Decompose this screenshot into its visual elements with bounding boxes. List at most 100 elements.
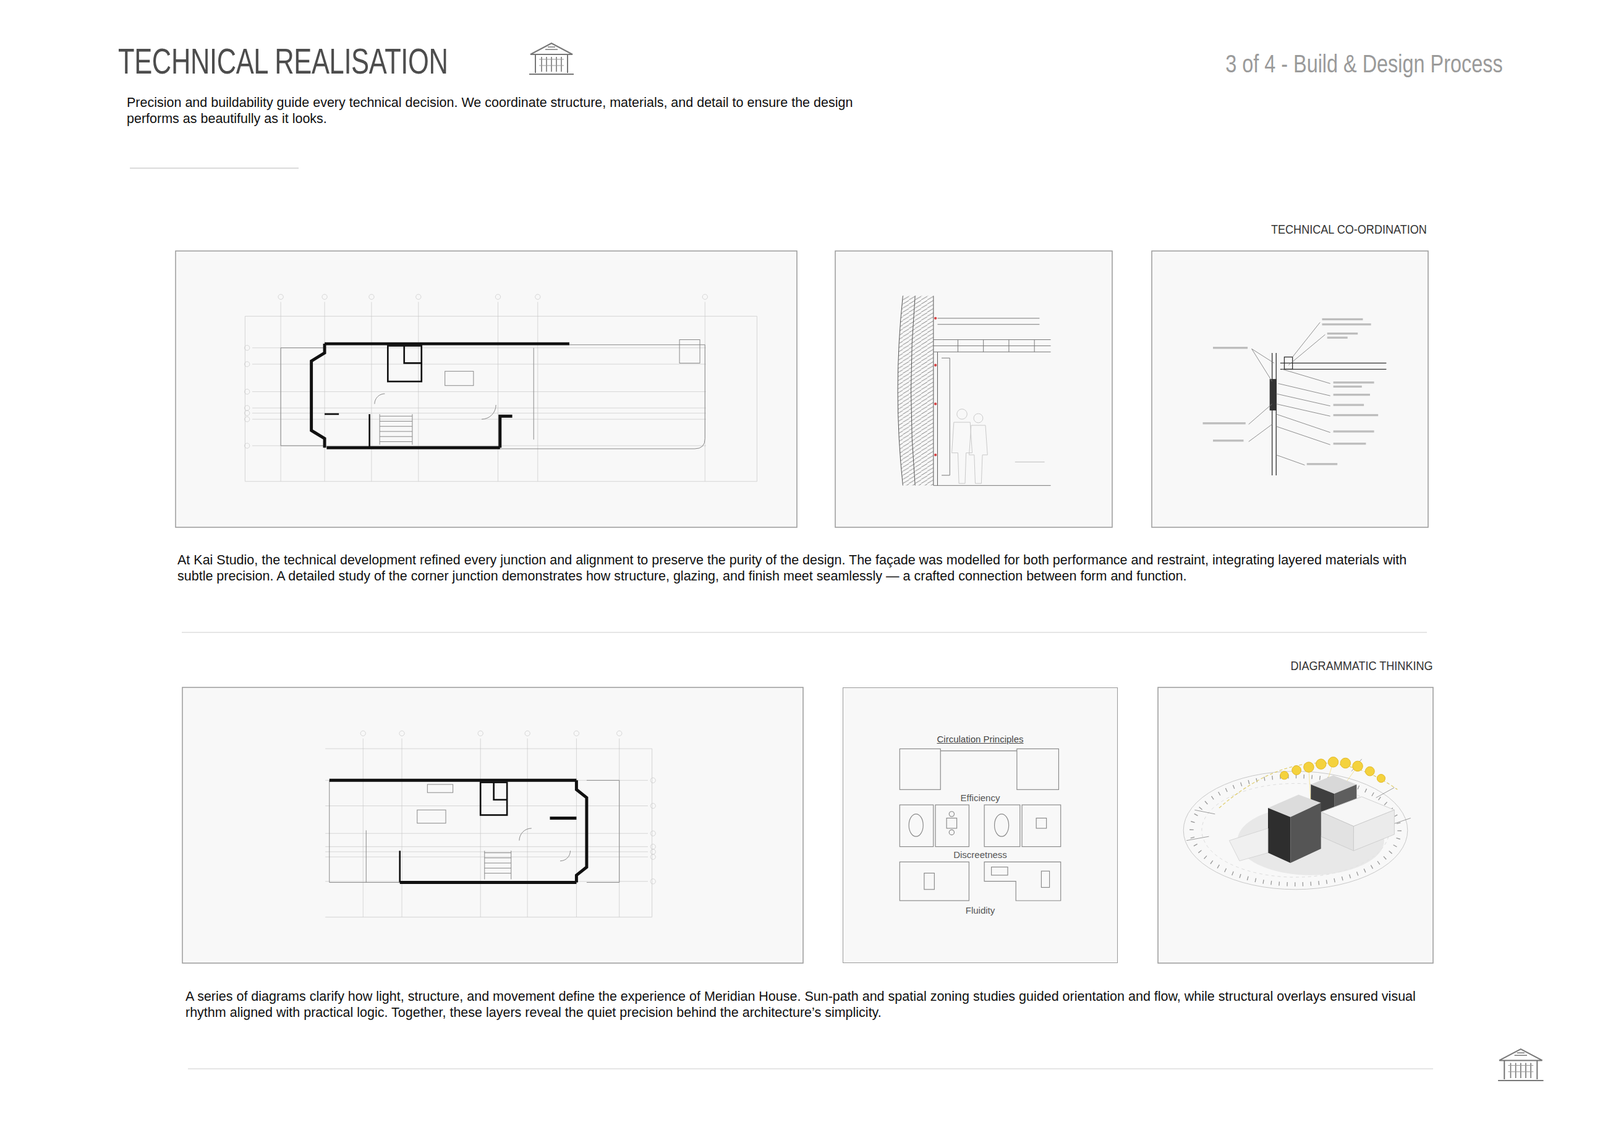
body-text: A series of diagrams clarify how light, … (185, 988, 1435, 1021)
walls (324, 345, 422, 448)
drawing-rect (899, 861, 969, 901)
drawing-path (324, 342, 570, 346)
image-panel (182, 687, 804, 964)
drawing-rect (924, 872, 935, 890)
sun-markers (1280, 757, 1386, 783)
drawing-circle (278, 294, 284, 300)
drawing-circle (650, 879, 656, 885)
drawing-circle (934, 453, 937, 457)
drawing-circle (1292, 765, 1302, 776)
drawing-rect (480, 782, 507, 816)
drawing-path (325, 748, 652, 917)
principle-label: Fluidity (843, 905, 1118, 916)
drawing-path (984, 861, 1061, 901)
drawing-path (1276, 369, 1330, 417)
human-figure (952, 409, 988, 484)
drawing-path (897, 296, 903, 486)
drawing-path (1229, 828, 1269, 862)
drawing-circle (702, 294, 708, 300)
drawing-path (560, 850, 571, 862)
page-title: TECHNICAL REALISATION (118, 42, 449, 81)
drawing-circle (650, 854, 656, 860)
drawing-circle (535, 294, 541, 300)
drawing-circle (416, 294, 422, 300)
drawing-circle (650, 777, 656, 783)
drawing-rect (1306, 463, 1338, 465)
section-drawing (897, 296, 1051, 486)
image-panel (842, 687, 1118, 964)
drawing-path (484, 850, 512, 880)
drawing-path (533, 348, 535, 440)
drawing-rect (1321, 323, 1371, 326)
drawing-circle (244, 405, 250, 411)
drawing-rect (899, 804, 933, 847)
drawing-path (493, 782, 507, 800)
drawing-circle (244, 389, 250, 395)
drawing-rect (417, 809, 446, 823)
drawing-path (398, 850, 401, 883)
drawing-rect (946, 817, 957, 828)
section-heading: DIAGRAMMATIC THINKING (1290, 657, 1434, 674)
thin-walls (280, 340, 705, 449)
drawing-circle (934, 402, 937, 405)
principle-label: Efficiency (843, 792, 1118, 804)
drawing-circle (650, 849, 656, 855)
floor-plan (244, 294, 758, 482)
image-panel (1157, 687, 1434, 964)
drawing-rect (1321, 318, 1363, 321)
diagram-heading: Circulation Principles (843, 733, 1118, 745)
drawing-circle (650, 830, 656, 836)
drawing-circle (244, 361, 250, 367)
drawing-rect (1017, 748, 1060, 790)
drawing-path (1248, 403, 1273, 442)
grid-lines (325, 730, 656, 917)
drawing-path (1276, 414, 1330, 445)
drawing-path (1290, 803, 1321, 864)
walls (400, 782, 507, 883)
drawing-path (1276, 455, 1305, 465)
circulation-diagram (899, 748, 1061, 901)
drawing-circle (948, 829, 954, 835)
drawing-rect (1202, 422, 1246, 425)
drawing-circle (1327, 757, 1338, 768)
drawing-path (400, 880, 577, 885)
drawing-circle (524, 730, 530, 736)
principle-label: Discreetness (843, 849, 1118, 860)
drawing-path (940, 750, 1018, 752)
drawing-rect (1333, 430, 1375, 433)
drawing-circle (948, 811, 954, 817)
drawing-path (362, 738, 619, 918)
drawing-path (937, 318, 1040, 325)
drawing-path (500, 416, 513, 448)
drawing-path (941, 357, 950, 476)
drawing-path (911, 296, 916, 486)
drawing-rect (445, 371, 474, 386)
drawing-path (519, 828, 532, 841)
drawing-path (1251, 348, 1275, 382)
drawing-path (329, 780, 400, 883)
drawing-circle (322, 294, 328, 300)
drawing-path (1268, 808, 1291, 864)
drawing-path (1280, 362, 1387, 370)
drawing-rect (1036, 817, 1047, 828)
intro-text: Precision and buildability guide every t… (126, 94, 894, 127)
detail-drawing (1202, 318, 1387, 476)
drawing-rect (1212, 439, 1244, 442)
drawing-path (324, 414, 370, 448)
drawing-circle (1352, 761, 1363, 771)
drawing-path (404, 345, 422, 363)
drawing-circle (244, 410, 250, 416)
drawing-circle (934, 317, 937, 320)
drawing-rect (679, 340, 700, 364)
walls (329, 780, 587, 883)
drawing-ellipse (994, 814, 1009, 837)
drawing-path (379, 414, 413, 445)
drawing-rect (984, 804, 1021, 847)
drawing-circle (244, 443, 250, 449)
drawing-path (549, 816, 577, 820)
drawing-path (500, 344, 706, 449)
building-massing (1229, 775, 1395, 864)
drawing-circle (244, 345, 250, 351)
drawing-rect (1333, 442, 1367, 445)
